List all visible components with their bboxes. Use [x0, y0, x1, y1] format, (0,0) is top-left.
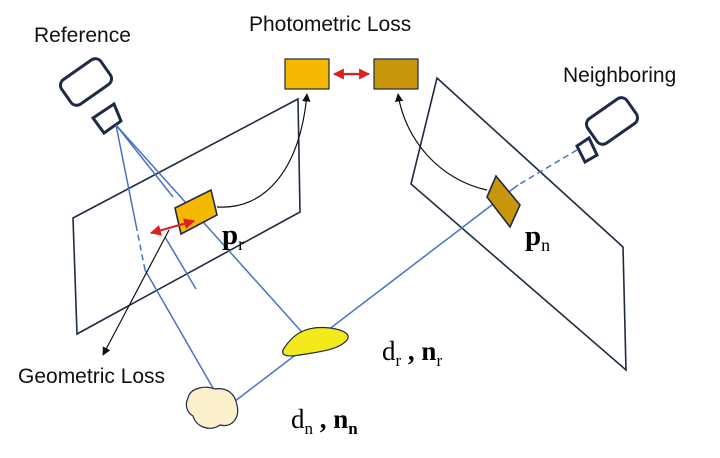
neighboring-patch: [486, 174, 521, 229]
reference-patch-color-box: [284, 58, 330, 90]
neighboring-depth-normal-label: dn , nn: [271, 404, 370, 438]
neighboring-rays: [225, 149, 578, 409]
n-r-symbol: n: [421, 336, 436, 366]
neighboring-surface-patch: [185, 386, 239, 429]
d-n-separator: ,: [313, 404, 333, 434]
reference-pixel-label: pr: [222, 219, 244, 254]
photometric-loss-label: Photometric Loss: [249, 13, 411, 36]
d-r-separator: ,: [401, 336, 421, 366]
p-r-subscript: r: [238, 234, 244, 254]
neighboring-pixel-label: pn: [525, 220, 550, 255]
n-n-symbol: n: [333, 404, 348, 434]
geometric-loss-pointer: [102, 229, 170, 356]
n-n-subscript: n: [348, 419, 358, 438]
neighboring-camera-icon: [575, 96, 640, 165]
d-n-subscript: n: [305, 419, 314, 438]
neighboring-camera-label: Neighboring: [563, 64, 676, 87]
p-n-symbol: p: [525, 220, 541, 252]
p-n-subscript: n: [541, 235, 550, 255]
reference-surface-patch: [282, 326, 349, 357]
reference-rays: [115, 124, 319, 396]
neighboring-image-plane: [410, 76, 627, 372]
neighboring-patch-to-box-arrow: [394, 93, 488, 191]
geometric-loss-label: Geometric Loss: [18, 365, 165, 388]
neighboring-patch-color-box: [373, 58, 419, 90]
reference-depth-normal-label: dr , nr: [362, 336, 454, 370]
reference-camera-icon: [58, 57, 123, 136]
geometric-loss-arrow: [149, 218, 196, 236]
d-n-symbol: d: [291, 404, 305, 434]
d-r-subscript: r: [396, 351, 402, 370]
reference-patch-to-box-arrow: [216, 93, 311, 208]
n-r-subscript: r: [436, 351, 442, 370]
p-r-symbol: p: [222, 219, 238, 251]
d-r-symbol: d: [382, 336, 396, 366]
reference-camera-label: Reference: [34, 24, 131, 47]
